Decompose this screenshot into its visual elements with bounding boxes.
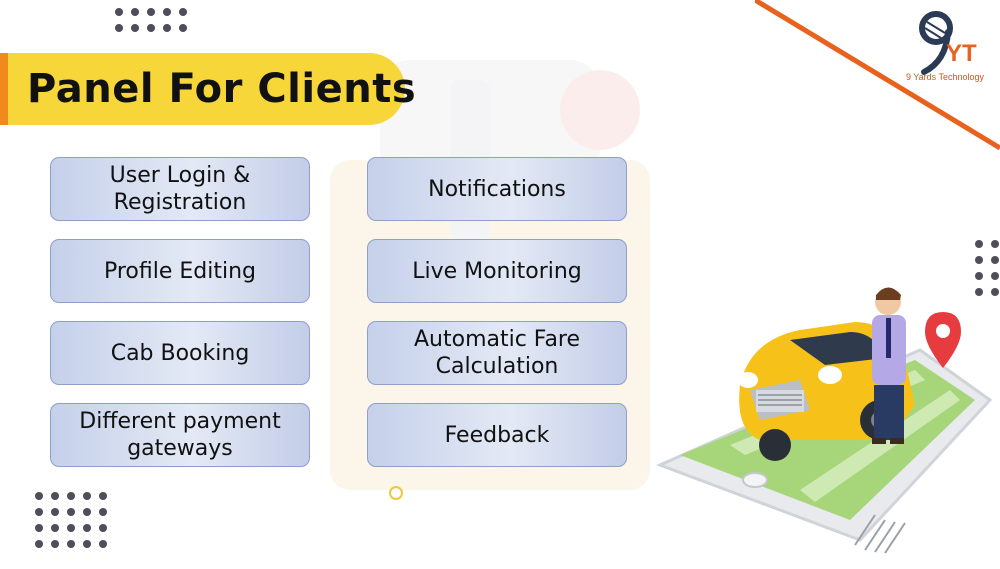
feature-box-payment-gateways: Different payment gateways	[50, 403, 310, 467]
feature-label: Automatic Fare Calculation	[413, 327, 581, 379]
logo-9yt-icon	[919, 11, 953, 75]
feature-label: User Login & Registration	[109, 163, 251, 215]
decorative-dots-top	[115, 8, 195, 38]
decorative-dots-right	[975, 240, 1000, 300]
feature-box-notifications: Notifications	[367, 157, 627, 221]
title-banner: Panel For Clients	[0, 53, 416, 125]
location-pin-icon	[925, 312, 961, 368]
feature-box-cab-booking: Cab Booking	[50, 321, 310, 385]
title-accent	[0, 53, 8, 125]
feature-box-live-monitoring: Live Monitoring	[367, 239, 627, 303]
decorative-diagonal-line	[755, 0, 1000, 150]
decorative-ring	[389, 486, 403, 500]
feature-label: Notifications	[428, 176, 566, 202]
feature-label: Live Monitoring	[412, 258, 582, 284]
logo-mark: YT	[946, 40, 977, 67]
taxi-phone-illustration	[656, 287, 993, 554]
taxi-car-illustration	[738, 322, 915, 461]
feature-box-feedback: Feedback	[367, 403, 627, 467]
feature-label: Different payment gateways	[79, 409, 281, 461]
feature-label: Cab Booking	[110, 340, 250, 366]
feature-label: Profile Editing	[103, 258, 257, 284]
decorative-dots-bottom-left	[35, 492, 115, 562]
logo-caption: 9 Yards Technology	[905, 72, 985, 82]
page-title: Panel For Clients	[27, 66, 417, 112]
man-illustration	[872, 287, 906, 444]
feature-box-user-login: User Login & Registration	[50, 157, 310, 221]
feature-label: Feedback	[444, 422, 550, 448]
feature-box-profile-editing: Profile Editing	[50, 239, 310, 303]
feature-box-automatic-fare: Automatic Fare Calculation	[367, 321, 627, 385]
